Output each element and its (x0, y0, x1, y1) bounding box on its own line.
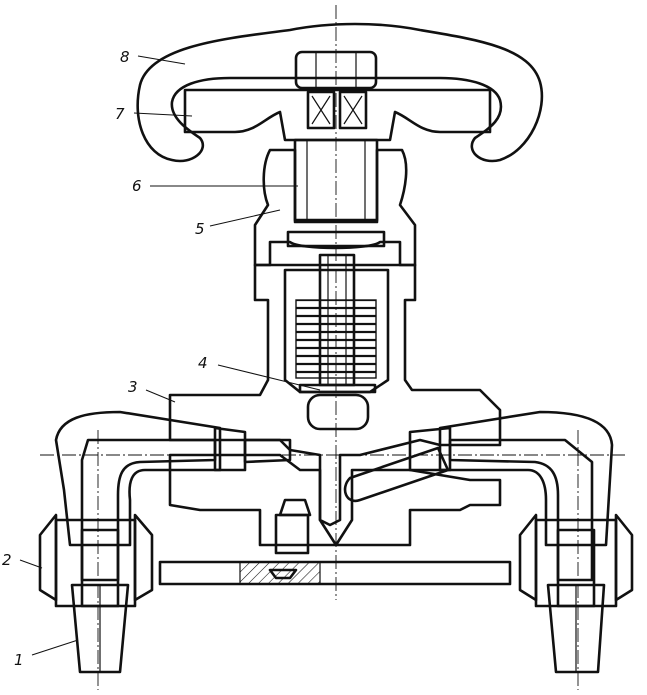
right-union-nut (518, 513, 634, 608)
handwheel (136, 22, 544, 163)
bonnet (253, 148, 417, 267)
left-pipe (54, 410, 222, 674)
leader-lines (19, 55, 321, 656)
label-5: 5 (195, 220, 205, 238)
top-nut (294, 50, 378, 130)
label-2: 2 (2, 551, 12, 569)
lower-body (168, 453, 502, 555)
hub (183, 88, 492, 142)
right-pipe (438, 410, 614, 674)
left-inlet-fitting (213, 426, 292, 472)
base-plate (158, 560, 512, 586)
left-union-nut (38, 513, 154, 608)
label-3: 3 (128, 378, 138, 396)
label-6: 6 (132, 177, 142, 195)
label-8: 8 (120, 48, 130, 66)
label-4: 4 (198, 354, 208, 372)
label-7: 7 (115, 105, 125, 123)
valve-plug (298, 383, 377, 431)
right-outlet-fitting (343, 426, 452, 503)
label-1: 1 (14, 651, 24, 669)
